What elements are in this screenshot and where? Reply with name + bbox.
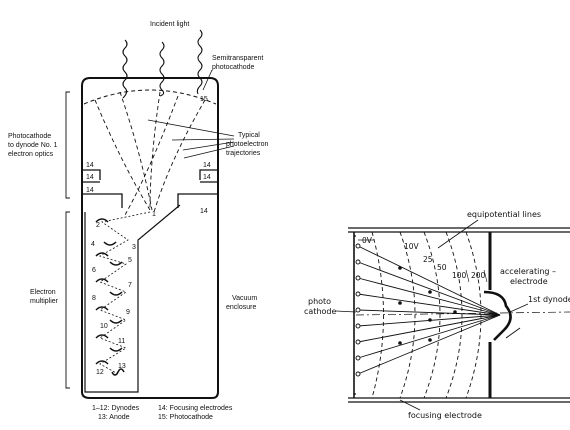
potential-divider-2 xyxy=(483,269,488,283)
dynode-chain xyxy=(95,218,125,376)
focusing-electrode-leader xyxy=(399,399,421,411)
photo-cathode-leader xyxy=(335,310,357,313)
dynode-num-5: 5 xyxy=(128,257,132,264)
key-photocathode: 15: Photocathode xyxy=(158,414,213,421)
key-anode: 13: Anode xyxy=(98,414,130,421)
accelerating-electrode-label: accelerating – electrode xyxy=(500,267,559,286)
photo-cathode-label: photo cathode xyxy=(304,297,336,316)
equipotential-leader xyxy=(437,219,479,249)
potential-100: 100 xyxy=(452,271,467,280)
dynode-num-11: 11 xyxy=(118,338,125,345)
trajectory-dots xyxy=(398,266,457,345)
photocathode-number: 15 xyxy=(200,96,208,103)
focusing-tube-walls xyxy=(348,227,570,403)
potential-50: 50 xyxy=(437,263,447,272)
focus-electrode-num-1: 14 xyxy=(86,162,94,169)
equipotential-label: equipotential lines xyxy=(467,210,541,219)
optical-axis xyxy=(355,311,570,316)
dynode-num-10: 10 xyxy=(100,323,108,330)
tube-envelope xyxy=(81,77,219,399)
electron-cascade xyxy=(98,211,151,375)
electron-paths xyxy=(357,245,501,375)
light-ray-2 xyxy=(159,41,165,97)
dynode-num-2: 2 xyxy=(96,222,100,229)
photoelectron-trajectories xyxy=(94,91,206,216)
potential-25: 25 xyxy=(423,255,433,264)
focus-electrode-num-5: 14 xyxy=(203,174,211,181)
dynode-housing xyxy=(84,204,181,393)
vacuum-enclosure-label: Vacuum enclosure xyxy=(226,295,259,311)
anode-num-13: 13 xyxy=(118,363,126,370)
focusing-electrode-label: focusing electrode xyxy=(408,411,482,420)
potential-divider-1 xyxy=(465,269,470,283)
key-dynodes: 1–12: Dynodes xyxy=(92,405,140,412)
dynode-num-3: 3 xyxy=(132,244,136,251)
potential-200: 200 xyxy=(471,271,486,280)
photocathode-dynode-optics-label: Photocathode to dynode No. 1 electron op… xyxy=(8,133,59,158)
photocathode-label: Semitransparent photocathode xyxy=(212,55,265,71)
first-dynode-tab xyxy=(505,327,521,339)
photocathode-leader xyxy=(202,69,213,91)
potential-10v: 10V xyxy=(404,242,420,251)
focus-electrode-num-4: 14 xyxy=(203,162,211,169)
photomultiplier-diagram: Incident light Semitransparent photocath… xyxy=(8,21,270,421)
dynode-num-9: 9 xyxy=(126,309,130,316)
light-ray-3 xyxy=(196,29,203,95)
trajectories-label: Typical photoelectron trajectories xyxy=(226,132,270,157)
dynode-num-8: 8 xyxy=(92,295,96,302)
dynode-num-7: 7 xyxy=(128,282,132,289)
dynode-num-12: 12 xyxy=(96,369,104,376)
trajectory-arrows xyxy=(147,119,235,159)
photocathode-dome xyxy=(83,89,217,105)
focus-electrode-num-2: 14 xyxy=(86,174,94,181)
key-focusing: 14: Focusing electrodes xyxy=(158,405,233,412)
electron-multiplier-label: Electron multiplier xyxy=(30,289,59,305)
cathode-emission-points xyxy=(355,243,361,377)
side-brackets xyxy=(65,91,70,389)
incident-light-label: Incident light xyxy=(150,21,189,28)
light-ray-1 xyxy=(122,39,128,99)
focus-electrode-num-6: 14 xyxy=(200,208,208,215)
first-dynode xyxy=(483,290,512,341)
focusing-electrodes xyxy=(82,169,218,208)
dynode-num-4: 4 xyxy=(91,241,95,248)
dynode-num-1: 1 xyxy=(152,211,156,218)
potential-0v: 0V xyxy=(362,236,373,245)
dynode-num-6: 6 xyxy=(92,267,96,274)
focusing-diagram: equipotential lines xyxy=(304,210,570,420)
focus-electrode-num-3: 14 xyxy=(86,187,94,194)
equipotential-arcs xyxy=(371,231,482,399)
first-dynode-leader xyxy=(509,303,529,313)
first-dynode-label: 1st dynode xyxy=(528,295,570,304)
